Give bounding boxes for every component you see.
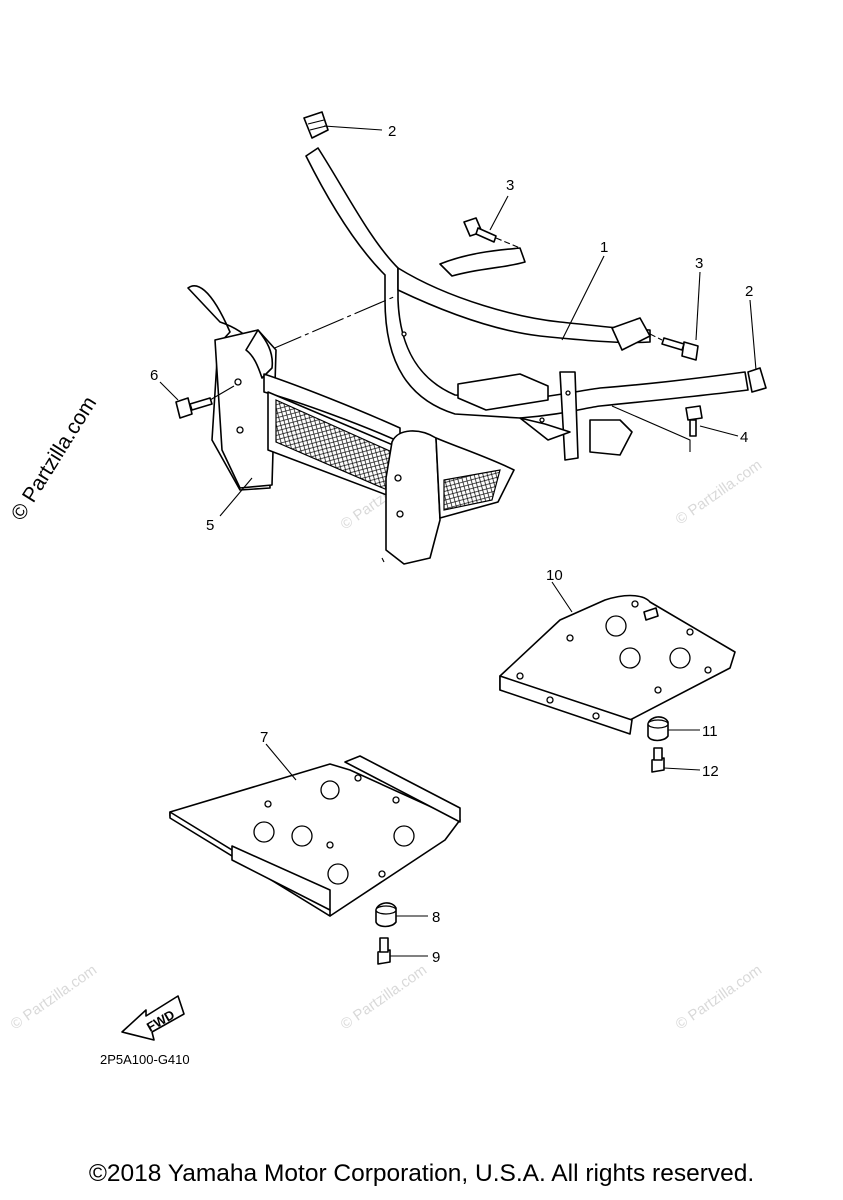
callout-2-right: 2 — [745, 283, 753, 300]
skid-plate-10 — [499, 594, 736, 735]
bolt-9 — [377, 937, 391, 965]
bolt-3-left — [463, 217, 521, 249]
callout-10: 10 — [546, 567, 563, 584]
callout-2-left: 2 — [388, 123, 396, 140]
callout-3-left: 3 — [506, 177, 514, 194]
side-watermark: © Partzilla.com — [7, 392, 101, 524]
bolt-6 — [175, 385, 235, 419]
watermark: © Partzilla.com — [673, 961, 766, 1033]
callout-1: 1 — [600, 239, 608, 256]
callouts: 1 2 2 3 3 4 5 6 7 8 9 10 11 12 — [150, 123, 753, 966]
bolt-3-right — [649, 333, 699, 361]
callout-9: 9 — [432, 949, 440, 966]
bolt-4 — [685, 405, 703, 437]
leader-lines — [159, 125, 757, 957]
collar-8 — [375, 902, 397, 928]
watermark: © Partzilla.com — [673, 456, 766, 528]
callout-6: 6 — [150, 367, 158, 384]
watermark: © Partzilla.com — [8, 961, 101, 1033]
callout-11: 11 — [702, 723, 718, 740]
callout-3-right: 3 — [695, 255, 703, 272]
callout-12: 12 — [702, 763, 719, 780]
end-cap-right — [747, 367, 767, 393]
end-cap-left — [303, 111, 329, 139]
bolt-12 — [651, 747, 665, 773]
skid-plate-7 — [169, 755, 461, 917]
copyright-text: ©2018 Yamaha Motor Corporation, U.S.A. A… — [88, 1160, 755, 1187]
fwd-arrow-icon: FWD — [121, 995, 185, 1041]
callout-7: 7 — [260, 729, 268, 746]
front-bumper — [187, 285, 515, 565]
collar-11 — [647, 716, 669, 742]
callout-8: 8 — [432, 909, 440, 926]
watermark: © Partzilla.com — [338, 961, 431, 1033]
front-guard-tube — [269, 147, 749, 461]
callout-5: 5 — [206, 517, 214, 534]
callout-4: 4 — [740, 429, 748, 446]
diagram-code: 2P5A100-G410 — [100, 1052, 190, 1067]
